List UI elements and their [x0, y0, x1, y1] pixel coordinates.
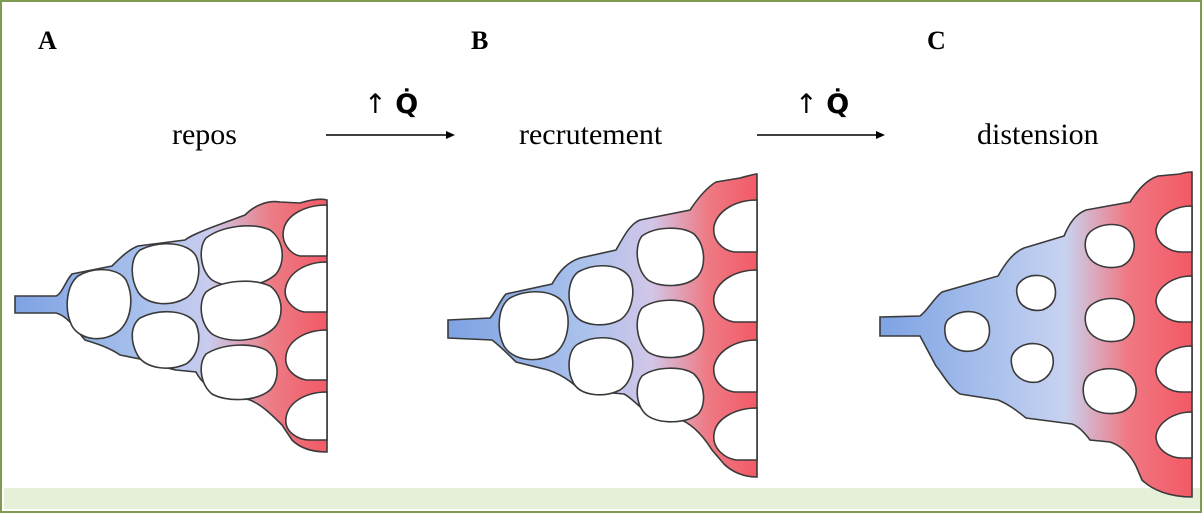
- alveolus-repos-4: [200, 225, 283, 288]
- alveolus-repos-8: [284, 261, 328, 313]
- alveolus-recrutement-8: [712, 269, 758, 323]
- alveolus-recrutement-3: [568, 337, 634, 396]
- capillary-network-distension: [879, 171, 1193, 498]
- alveolus-recrutement-1: [498, 290, 569, 361]
- alveolus-distension-8: [1155, 275, 1193, 323]
- flow-increase-label-2: ↑ Q̇: [795, 91, 849, 118]
- panel-letter-b: B: [471, 26, 489, 55]
- alveolus-recrutement-2: [568, 265, 634, 326]
- alveolus-recrutement-10: [713, 407, 758, 461]
- stage-label-distension: distension: [977, 118, 1099, 151]
- alveolus-repos-3: [131, 310, 200, 369]
- transition-arrow-2: [757, 131, 885, 139]
- alveolus-repos-7: [282, 204, 328, 257]
- alveolus-distension-9: [1155, 345, 1193, 393]
- stage-label-repos: repos: [172, 118, 237, 151]
- cardiac-output-symbol: Q̇: [826, 89, 850, 120]
- alveolus-distension-10: [1155, 411, 1193, 459]
- alveolus-repos-10: [285, 391, 328, 441]
- alveolus-recrutement-6: [636, 367, 705, 423]
- up-arrow-icon: ↑: [795, 89, 818, 120]
- alveolus-distension-5: [1084, 297, 1135, 343]
- alveolus-repos-6: [200, 344, 278, 401]
- panel-letter-c: C: [927, 26, 946, 55]
- alveolus-recrutement-4: [636, 227, 705, 287]
- alveolus-repos-5: [200, 280, 282, 342]
- alveolus-repos-2: [131, 242, 200, 305]
- alveolus-distension-2: [1015, 274, 1057, 312]
- alveolus-distension-7: [1155, 205, 1193, 253]
- alveolus-distension-6: [1082, 367, 1137, 415]
- alveolus-repos-1: [66, 268, 132, 340]
- vessel-body-distension: [879, 171, 1193, 498]
- alveolus-recrutement-5: [636, 299, 705, 359]
- capillary-network-recrutement: [447, 173, 758, 478]
- stage-label-recrutement: recrutement: [519, 118, 663, 151]
- alveolus-recrutement-7: [712, 199, 758, 253]
- alveolus-distension-3: [1010, 342, 1054, 384]
- flow-increase-label-1: ↑ Q̇: [364, 91, 418, 118]
- bottom-strip: [4, 488, 1200, 509]
- alveolus-repos-9: [285, 329, 328, 381]
- transition-arrow-1: [326, 131, 455, 139]
- alveolus-distension-1: [944, 310, 991, 353]
- capillary-network-repos: [14, 198, 328, 453]
- alveolus-recrutement-9: [712, 339, 758, 393]
- up-arrow-icon: ↑: [364, 89, 387, 120]
- cardiac-output-symbol: Q̇: [395, 89, 419, 120]
- panel-letter-a: A: [38, 26, 57, 55]
- alveolus-distension-4: [1084, 223, 1135, 269]
